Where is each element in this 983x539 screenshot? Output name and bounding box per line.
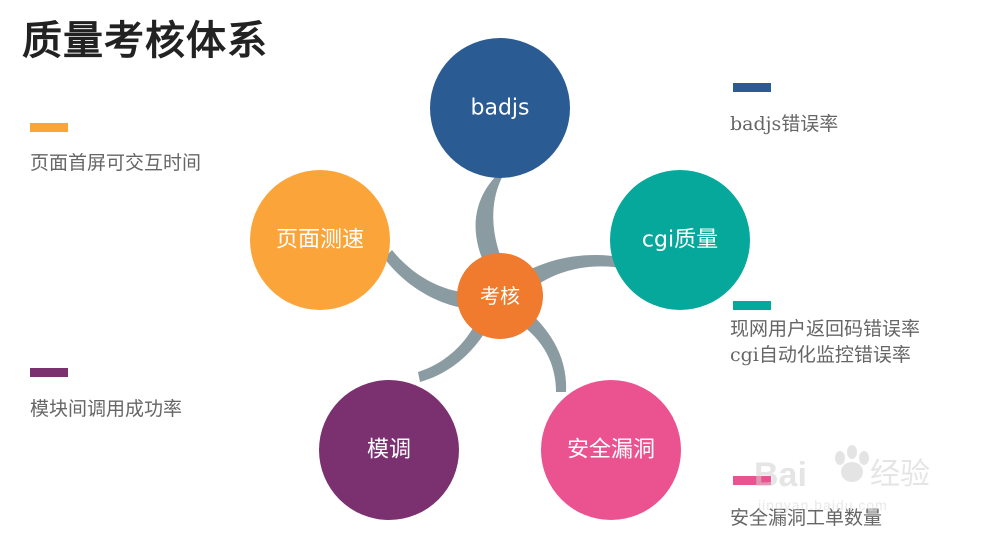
paw-icon xyxy=(835,445,869,482)
legend-text-cgi-line-2: cgi自动化监控错误率 xyxy=(730,344,911,366)
node-security-label: 安全漏洞 xyxy=(567,438,655,463)
legend-text-module: 模块间调用成功率 xyxy=(30,396,182,422)
node-speed-label: 页面测速 xyxy=(276,228,364,253)
node-cgi: cgi质量 xyxy=(610,170,750,310)
node-cgi-label: cgi质量 xyxy=(642,228,718,253)
legend-text-security-line-1: 安全漏洞工单数量 xyxy=(730,507,883,529)
watermark-brand2: 经验 xyxy=(870,457,930,492)
node-module: 模调 xyxy=(319,380,459,520)
node-speed-circle xyxy=(250,170,390,310)
page-title: 质量考核体系 xyxy=(22,17,268,64)
legend-text-cgi: 现网用户返回码错误率 cgi自动化监控错误率 xyxy=(730,316,920,368)
node-badjs: badjs xyxy=(430,38,570,178)
legend-text-speed: 页面首屏可交互时间 xyxy=(30,150,201,176)
legend-bar-cgi xyxy=(733,301,771,310)
legend-bar-speed xyxy=(30,123,68,132)
legend-text-badjs-line-1: badjs错误率 xyxy=(730,113,839,135)
node-badjs-label: badjs xyxy=(471,96,530,121)
watermark-brand: Bai xyxy=(754,456,807,494)
legend-text-speed-line-1: 页面首屏可交互时间 xyxy=(30,152,202,174)
node-badjs-circle xyxy=(430,38,570,178)
legend-bar-module xyxy=(30,368,68,377)
node-module-circle xyxy=(319,380,459,520)
legend-bar-badjs xyxy=(733,83,771,92)
legend-text-cgi-line-1: 现网用户返回码错误率 xyxy=(730,318,921,340)
legend-text-security: 安全漏洞工单数量 xyxy=(730,505,882,531)
center-circle xyxy=(457,253,543,339)
legend-bar-security xyxy=(733,476,771,485)
legend-text-badjs: badjs错误率 xyxy=(730,111,838,137)
node-security-circle xyxy=(541,380,681,520)
center-label: 考核 xyxy=(480,284,520,308)
node-speed: 页面测速 xyxy=(250,170,390,310)
watermark-url: jingyan.baidu.com xyxy=(757,497,888,513)
baidu-watermark: Bai 经验 jingyan.baidu.com xyxy=(754,445,930,513)
node-cgi-circle xyxy=(610,170,750,310)
node-security: 安全漏洞 xyxy=(541,380,681,520)
connector-cgi xyxy=(505,255,625,300)
legend-text-module-line-1: 模块间调用成功率 xyxy=(30,398,183,420)
node-module-label: 模调 xyxy=(367,438,411,463)
center-node: 考核 xyxy=(457,253,543,339)
